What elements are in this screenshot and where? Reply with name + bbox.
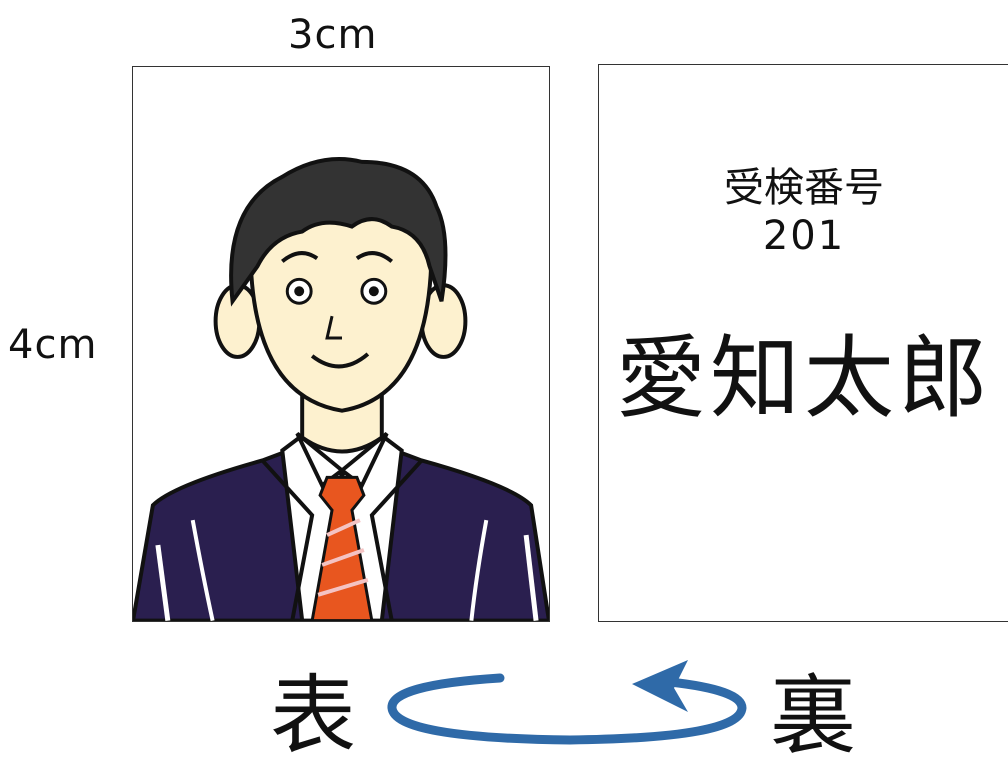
- student-name: 愛知太郎: [616, 326, 992, 431]
- exam-number-value: 201: [762, 213, 846, 259]
- portrait-illustration: [133, 157, 549, 621]
- photo-back-card: 受検番号 201 愛知太郎: [598, 64, 1008, 622]
- flip-arrow-icon: [387, 660, 747, 745]
- height-dimension-label: 4cm: [8, 322, 98, 368]
- exam-number-label: 受検番号: [724, 165, 884, 211]
- hair: [229, 157, 448, 307]
- front-side-label: 表: [270, 666, 356, 766]
- photo-front-card: [132, 66, 550, 622]
- width-dimension-label: 3cm: [288, 12, 378, 58]
- back-side-label: 裏: [770, 666, 856, 766]
